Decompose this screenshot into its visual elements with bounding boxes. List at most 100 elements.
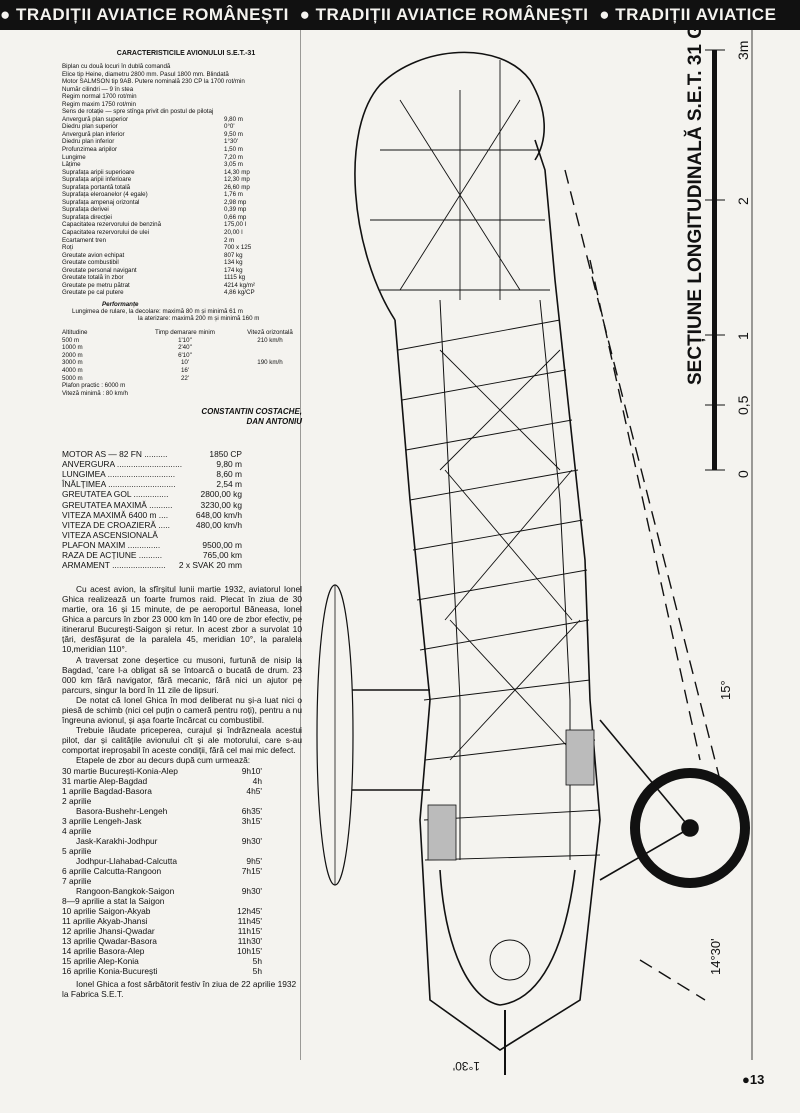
table-header: Viteză orizontală	[247, 328, 293, 336]
spec-key: Greutate totală în zbor	[62, 274, 124, 282]
spec-key: Suprafața eleroanelor (4 egale)	[62, 191, 148, 199]
stage-time: 9h30'	[241, 886, 262, 897]
spec-intro-line: Regim maxim 1750 rot/min	[62, 100, 136, 108]
stage-route: 31 martie Alep-Bagdad	[62, 775, 148, 786]
performance-title: Performanțe	[102, 300, 139, 308]
table-cell	[230, 375, 310, 383]
ceiling-line: Plafon practic : 6000 m	[62, 382, 126, 390]
spec-row: Capacitatea rezervorului de benzină 175,0…	[62, 221, 282, 229]
stage-route: Rangoon-Bangkok-Saigon	[76, 886, 175, 897]
author-line: CONSTANTIN COSTACHE,	[201, 407, 302, 417]
spec-value: 20,00 l	[224, 229, 243, 237]
stat-value: 765,00 km	[202, 549, 242, 560]
spec-key: Greutate pe metru pătrat	[62, 281, 130, 289]
stat-key: ARMAMENT .......................	[62, 559, 166, 570]
spec-key: Profunzimea aripilor	[62, 146, 118, 154]
spec-key: Capacitatea rezervorului de benzină	[62, 221, 162, 229]
stat-row: PLAFON MAXIM ..............9500,00 m	[62, 540, 242, 550]
table-cell: 2'40''	[178, 344, 192, 352]
stage-time: 10h15'	[237, 946, 262, 957]
stage-row: 8—9 aprilie a stat la Saigon	[62, 896, 262, 906]
spec-value: 3,05 m	[224, 161, 243, 169]
table-cell: 1000 m	[62, 344, 83, 352]
spec-key: Greutate personal navigant	[62, 266, 137, 274]
spec-value: 1,50 m	[224, 146, 243, 154]
spec-value: 0°0'	[224, 123, 235, 131]
table-row: 5000 m 22'	[62, 375, 310, 383]
table-cell: 4000 m	[62, 366, 83, 374]
scale-label: 1	[735, 332, 751, 340]
stage-row: Rangoon-Bangkok-Saigon 9h30'	[62, 886, 262, 896]
stage-time: 9h5'	[246, 855, 262, 866]
spec-value: 4,86 kg/CP	[224, 289, 255, 297]
banner-segment: ● TRADIȚII AVIATICE ROMÂNEȘTI	[0, 5, 289, 24]
table-row: 1000 m 2'40''	[62, 344, 310, 352]
stat-key: VITEZA DE CROAZIERĂ .....	[62, 519, 170, 530]
stage-row: 7 aprilie	[62, 876, 262, 886]
table-header: Altitudine	[62, 328, 88, 336]
spec-key: Greutate combustibil	[62, 259, 119, 267]
spec-value: 1115 kg	[224, 274, 246, 282]
stat-value: 9,80 m	[216, 459, 242, 470]
spec-value: 26,60 mp	[224, 183, 250, 191]
ceiling-info: Plafon practic : 6000 m Viteză minimă : …	[62, 382, 310, 397]
spec-key: Anvergură plan inferior	[62, 130, 125, 138]
spec-key: Ecartament tren	[62, 236, 107, 244]
spec-value: 1,76 m	[224, 191, 243, 199]
angle-label: 14°30'	[708, 938, 723, 975]
table-cell: 22'	[180, 374, 190, 382]
stage-time: 11h30'	[237, 936, 262, 947]
stat-key: ANVERGURA ............................	[62, 459, 183, 470]
spec-intro-line: Biplan cu două locuri în dublă comandă	[62, 63, 171, 70]
stage-route: 30 martie București-Konia-Alep	[62, 765, 178, 776]
page-number: ●13	[742, 1072, 765, 1087]
table-cell	[230, 367, 310, 375]
article-paragraph: Etapele de zbor au decurs după cum urmea…	[76, 755, 251, 766]
stage-time: 11h15'	[237, 926, 262, 937]
stage-time: 9h30'	[241, 835, 262, 846]
stage-route: 3 aprilie Lengeh-Jask	[62, 815, 142, 826]
spec-value: 1°30'	[224, 138, 238, 146]
stage-route: Jask-Karakhi-Jodhpur	[76, 835, 158, 846]
table-cell: 1'10''	[178, 336, 192, 344]
spec-value: 175,00 l	[224, 221, 247, 229]
table-cell: 5000 m	[62, 374, 83, 382]
stage-row: 4 aprilie	[62, 826, 262, 836]
article-paragraph: A traversat zone deșertice cu musoni, fu…	[62, 654, 302, 695]
spec-intro-line: Motor SALMSON tip 9AB. Putere nominală 2…	[62, 78, 245, 86]
stat-value: 2 x SVAK 20 mm	[178, 559, 242, 570]
stage-route: 16 aprilie Konia-București	[62, 966, 158, 977]
performance-lines: Lungimea de rulare, la decolare: maximă …	[62, 308, 310, 323]
stat-key: GREUTATEA MAXIMĂ ..........	[62, 499, 173, 510]
table-cell: 3000 m	[62, 359, 83, 367]
stage-route: 7 aprilie	[62, 876, 92, 887]
aircraft-section-drawing: 3m 2 1 0,5 0 SECȚIUNE LONGITUDINALĂ S.E.…	[300, 30, 753, 1075]
stage-route: 12 aprilie Jhansi-Qwadar	[62, 926, 155, 937]
stat-row: ÎNĂLȚIMEA .............................2…	[62, 479, 242, 489]
scale-label: 0	[735, 470, 751, 478]
stage-time: 5h	[252, 956, 262, 967]
stage-route: 1 aprilie Bagdad-Basora	[62, 785, 152, 796]
spec-key: Suprafața derivei	[62, 206, 109, 214]
table-cell: 210 km/h	[257, 336, 283, 344]
stage-time: 3h15'	[241, 815, 262, 826]
scale-label: 0,5	[735, 395, 751, 415]
spec-value: 0,66 mp	[224, 213, 247, 221]
